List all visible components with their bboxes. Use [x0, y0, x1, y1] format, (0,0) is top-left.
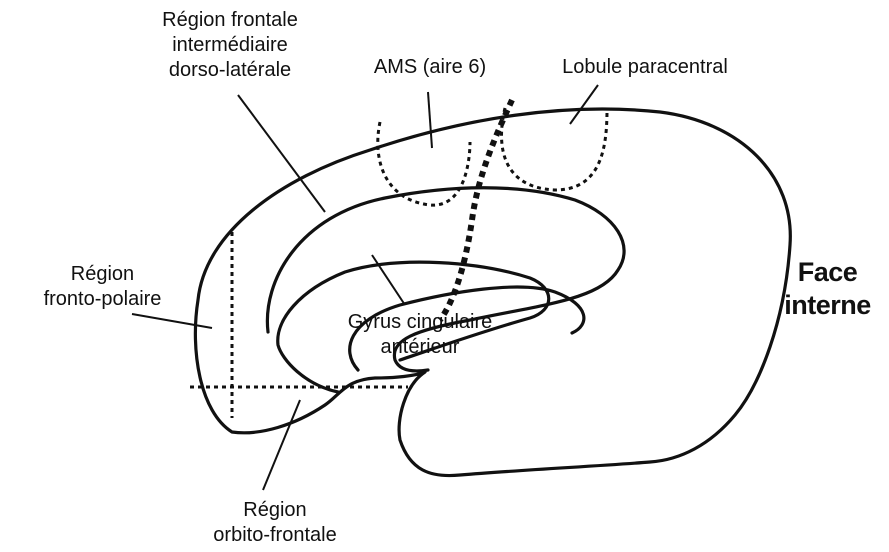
label-lobule: Lobule paracentral	[525, 55, 765, 80]
leader-frontale	[238, 95, 325, 212]
label-ams: AMS (aire 6)	[340, 55, 520, 80]
leader-fronto-polaire	[132, 314, 212, 328]
label-frontale-line-1: Région frontale	[95, 8, 365, 33]
label-orbito-line-2: orbito-frontale	[145, 523, 405, 548]
dotted-lobule-loop	[502, 108, 607, 190]
label-cingulaire: Gyrus cingulaire antérieur	[300, 310, 540, 360]
hemisphere-outline	[195, 109, 790, 476]
label-frontale-dorso: Région frontale intermédiaire dorso-laté…	[95, 8, 365, 83]
label-frontale-line-3: dorso-latérale	[95, 58, 365, 83]
label-orbito: Région orbito-frontale	[145, 498, 405, 548]
label-frontale-line-2: intermédiaire	[95, 33, 365, 58]
label-face-line-2: interne	[770, 289, 885, 322]
label-face-interne: Face interne	[770, 256, 885, 322]
leader-lobule	[570, 85, 598, 124]
leader-orbito	[263, 400, 300, 490]
label-lobule-text: Lobule paracentral	[525, 55, 765, 80]
label-ams-text: AMS (aire 6)	[340, 55, 520, 80]
leader-ams	[428, 92, 432, 148]
label-face-line-1: Face	[770, 256, 885, 289]
label-cingulaire-line-2: antérieur	[300, 335, 540, 360]
label-cingulaire-line-1: Gyrus cingulaire	[300, 310, 540, 335]
label-fronto-polaire: Région fronto-polaire	[0, 262, 205, 312]
label-fronto-line-1: Région	[0, 262, 205, 287]
label-fronto-line-2: fronto-polaire	[0, 287, 205, 312]
label-orbito-line-1: Région	[145, 498, 405, 523]
